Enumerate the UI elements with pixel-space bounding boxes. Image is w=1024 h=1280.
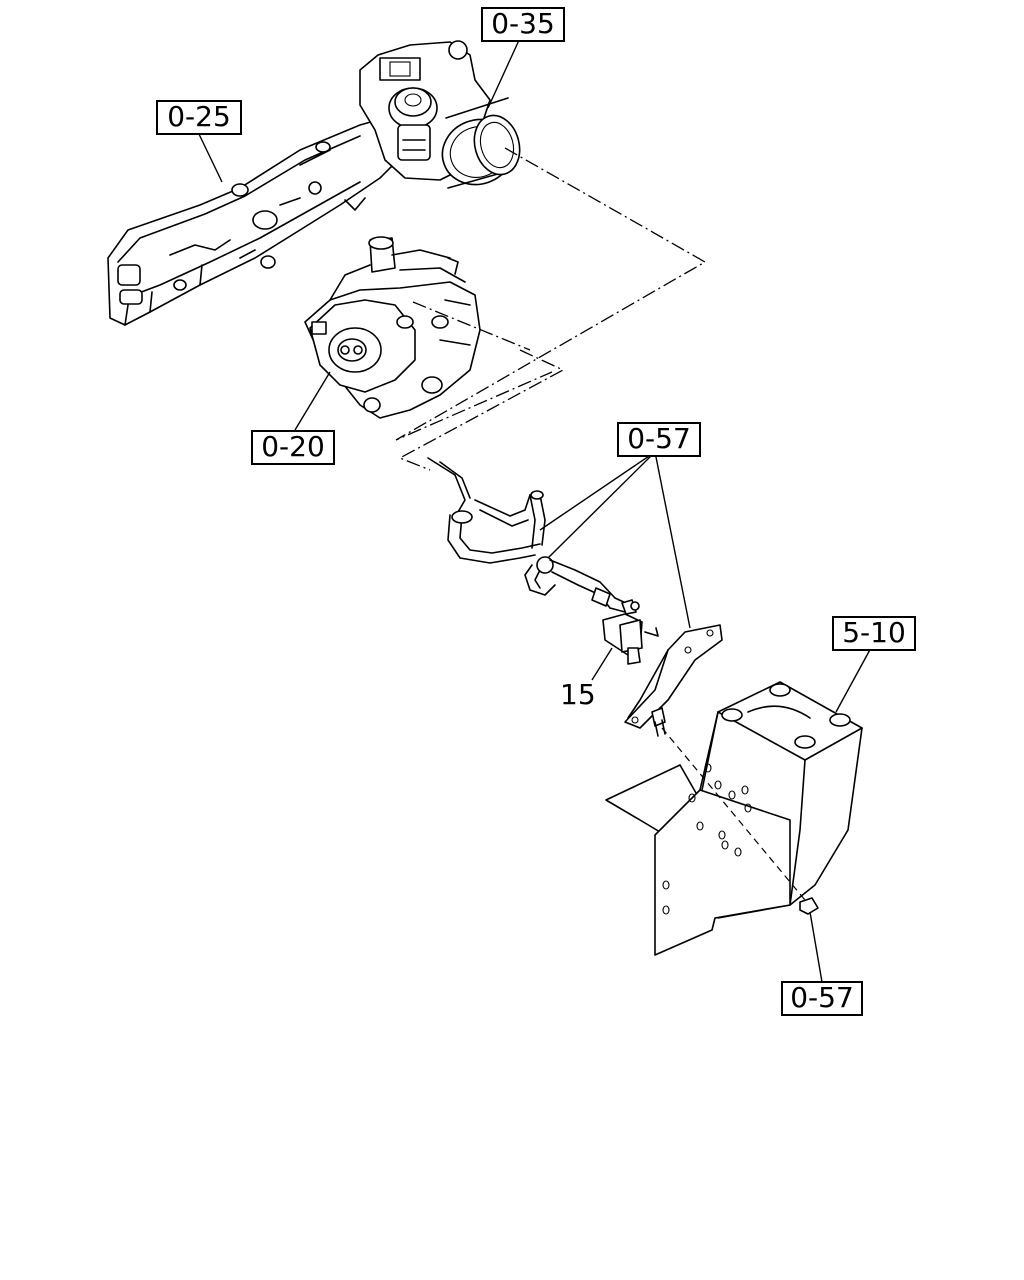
vacuum-pump — [304, 236, 481, 419]
vacuum-hoses — [427, 457, 629, 613]
callout-0-25: 0-25 — [156, 100, 242, 135]
part-number-15: 15 — [560, 678, 596, 711]
callout-0-20: 0-20 — [251, 430, 335, 465]
solenoid-valve — [602, 599, 659, 665]
callout-5-10: 5-10 — [832, 616, 916, 651]
engine-mount-bracket — [605, 681, 863, 956]
routing-lines — [395, 147, 707, 471]
callout-0-57-upper: 0-57 — [617, 422, 701, 457]
bracket-holes — [662, 763, 752, 915]
intake-manifold — [107, 117, 399, 326]
throttle-body — [359, 40, 521, 189]
callout-0-35: 0-35 — [481, 7, 565, 42]
mounting-bracket — [624, 624, 723, 737]
callout-0-57-lower: 0-57 — [781, 981, 863, 1016]
leader-lines — [197, 37, 873, 983]
